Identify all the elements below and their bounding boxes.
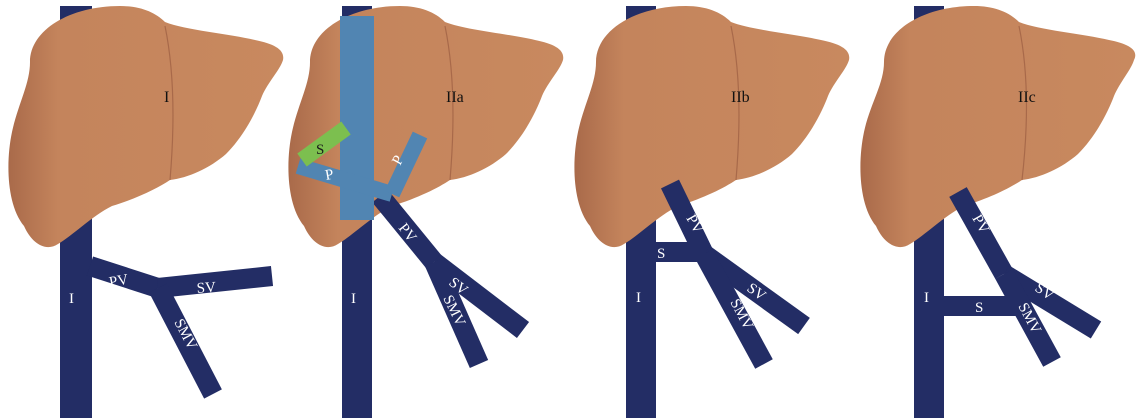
- ivc-label: I: [351, 291, 356, 307]
- shunt-label: S: [657, 246, 665, 262]
- shunt-label: S: [975, 300, 983, 316]
- panel-title: IIa: [446, 89, 464, 106]
- liver: [8, 6, 283, 247]
- pv-label: PV: [108, 272, 130, 291]
- panel-title: IIc: [1018, 89, 1036, 106]
- panel-type-iia: IIa S P P I PV SV SMV: [288, 6, 563, 418]
- ivc-label: I: [924, 290, 929, 306]
- panel-type-iib: IIb S I PV SV SMV: [574, 6, 849, 418]
- ivc-label: I: [636, 290, 641, 306]
- panel-title: IIb: [731, 89, 750, 106]
- panel-type-iic: IIc S I PV SV SMV: [860, 6, 1135, 418]
- ivc-label: I: [69, 291, 74, 307]
- sv-label: SV: [196, 280, 216, 297]
- liver: [288, 6, 563, 247]
- liver: [860, 6, 1135, 247]
- panel-title: I: [164, 89, 169, 106]
- panel-type-i: I I PV SV SMV: [8, 6, 283, 418]
- portosystemic-shunt: [942, 296, 1028, 316]
- liver: [574, 6, 849, 247]
- shunt-label: S: [316, 142, 324, 158]
